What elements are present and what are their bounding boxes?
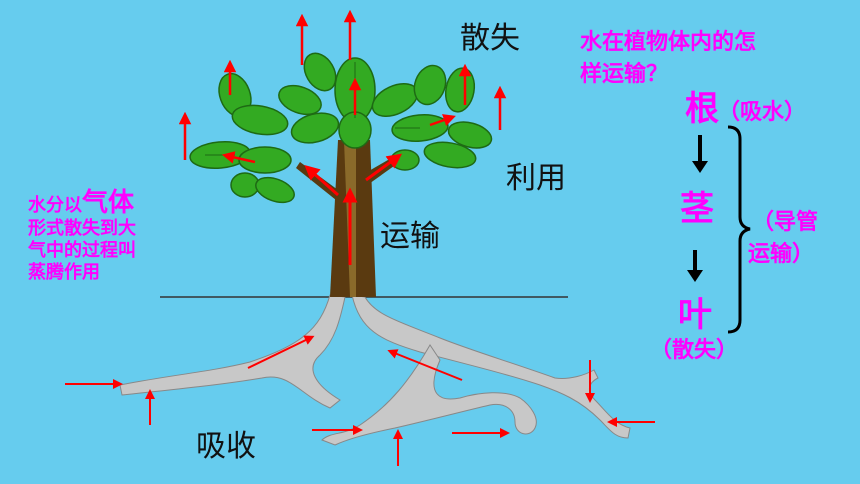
label-evaporate: 散失 [460,21,520,56]
question-line-2: 样运输？ [580,62,669,87]
question-line-1: 水在植物体内的怎 [580,30,757,55]
flow-leaf: 叶 [678,295,712,335]
transpiration-line-1-pre: 水分以 [28,195,82,216]
arrow-root-to-stem [692,135,708,173]
flow-root-note: （吸水） [718,100,807,125]
flow-brace [727,125,751,334]
flow-leaf-note: （散失） [650,338,739,363]
arrow-stem-to-leaf [687,250,703,282]
flow-stem: 茎 [680,189,714,229]
transpiration-line-2: 形式散失到大 [28,218,136,239]
flow-root: 根 [685,89,719,129]
transpiration-definition: 水分以气体 形式散失到大 气中的过程叫 蒸腾作用 [28,190,136,282]
transpiration-line-4: 蒸腾作用 [28,262,100,283]
transpiration-line-1-big: 气体 [82,188,135,218]
label-absorb: 吸收 [196,429,256,464]
transport-arrows [304,153,403,265]
roots [119,294,631,446]
flow-transport-note-1: （导管 [752,210,819,235]
transpiration-line-3: 气中的过程叫 [28,240,136,261]
absorption-arrows [65,335,655,466]
label-transport: 运输 [380,219,440,254]
label-utilize: 利用 [506,161,566,196]
flow-transport-note-2: 运输） [748,242,815,267]
evaporation-arrows [178,9,507,164]
